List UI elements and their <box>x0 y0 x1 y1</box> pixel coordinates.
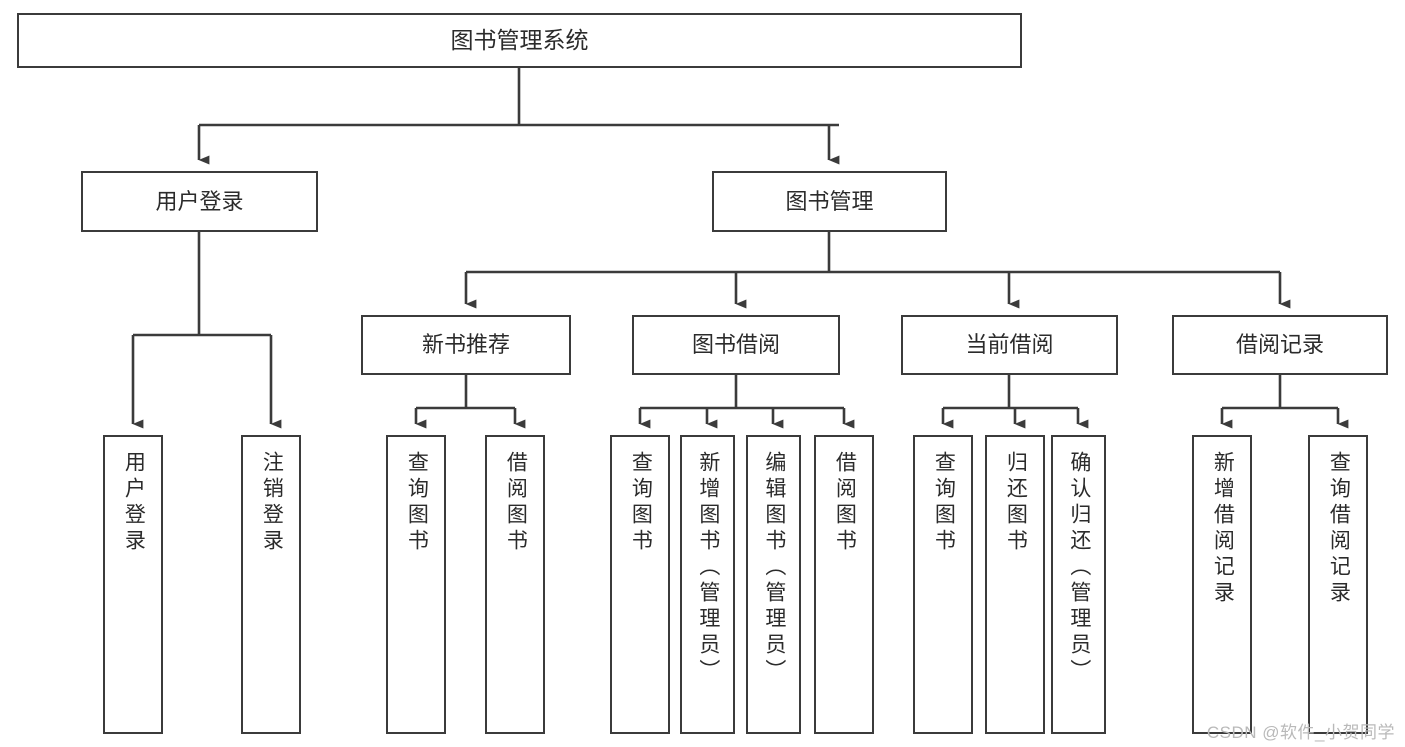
node-root[interactable]: 图书管理系统 <box>17 13 1022 68</box>
node-book-borrow[interactable]: 图书借阅 <box>632 315 840 375</box>
leaf-label: 借阅图书 <box>504 451 528 555</box>
leaf-label: 查询图书 <box>405 451 429 555</box>
leaf-label: 借阅图书 <box>833 451 857 555</box>
leaf-node-query-record[interactable]: 查询借阅记录 <box>1308 435 1368 734</box>
node-book-manage[interactable]: 图书管理 <box>712 171 947 232</box>
node-current-borrow[interactable]: 当前借阅 <box>901 315 1118 375</box>
leaf-node-confirm-return[interactable]: 确认归还（管理员） <box>1051 435 1106 734</box>
node-current-borrow-label: 当前借阅 <box>965 332 1054 358</box>
leaf-node-edit-book[interactable]: 编辑图书（管理员） <box>746 435 801 734</box>
node-user-login[interactable]: 用户登录 <box>81 171 318 232</box>
leaf-label: 归还图书 <box>1004 451 1028 555</box>
leaf-label: 确认归还（管理员） <box>1067 451 1091 685</box>
leaf-label: 编辑图书（管理员） <box>762 451 786 685</box>
leaf-node-borrow-book-2[interactable]: 借阅图书 <box>814 435 874 734</box>
leaf-node-logout-login[interactable]: 注销登录 <box>241 435 301 734</box>
node-borrow-record[interactable]: 借阅记录 <box>1172 315 1388 375</box>
leaf-label: 新增借阅记录 <box>1211 451 1235 607</box>
leaf-label: 查询图书 <box>932 451 956 555</box>
node-book-borrow-label: 图书借阅 <box>691 332 780 358</box>
node-root-label: 图书管理系统 <box>450 26 589 53</box>
leaf-node-query-book-3[interactable]: 查询图书 <box>913 435 973 734</box>
leaf-node-borrow-book-1[interactable]: 借阅图书 <box>485 435 545 734</box>
leaf-label: 新增图书（管理员） <box>696 451 720 685</box>
leaf-node-add-book[interactable]: 新增图书（管理员） <box>680 435 735 734</box>
node-book-manage-label: 图书管理 <box>785 188 874 214</box>
leaf-node-return-book[interactable]: 归还图书 <box>985 435 1045 734</box>
leaf-node-query-book-1[interactable]: 查询图书 <box>386 435 446 734</box>
node-new-book-recommend-label: 新书推荐 <box>421 332 510 358</box>
node-borrow-record-label: 借阅记录 <box>1235 332 1324 358</box>
leaf-node-query-book-2[interactable]: 查询图书 <box>610 435 670 734</box>
leaf-node-add-record[interactable]: 新增借阅记录 <box>1192 435 1252 734</box>
leaf-label: 用户登录 <box>122 451 146 555</box>
leaf-node-user-login[interactable]: 用户登录 <box>103 435 163 734</box>
node-user-login-label: 用户登录 <box>155 188 244 214</box>
csdn-watermark: CSDN @软件_小贺同学 <box>1206 723 1395 742</box>
leaf-label: 注销登录 <box>260 451 284 555</box>
leaf-label: 查询借阅记录 <box>1327 451 1351 607</box>
leaf-label: 查询图书 <box>629 451 653 555</box>
node-new-book-recommend[interactable]: 新书推荐 <box>361 315 571 375</box>
